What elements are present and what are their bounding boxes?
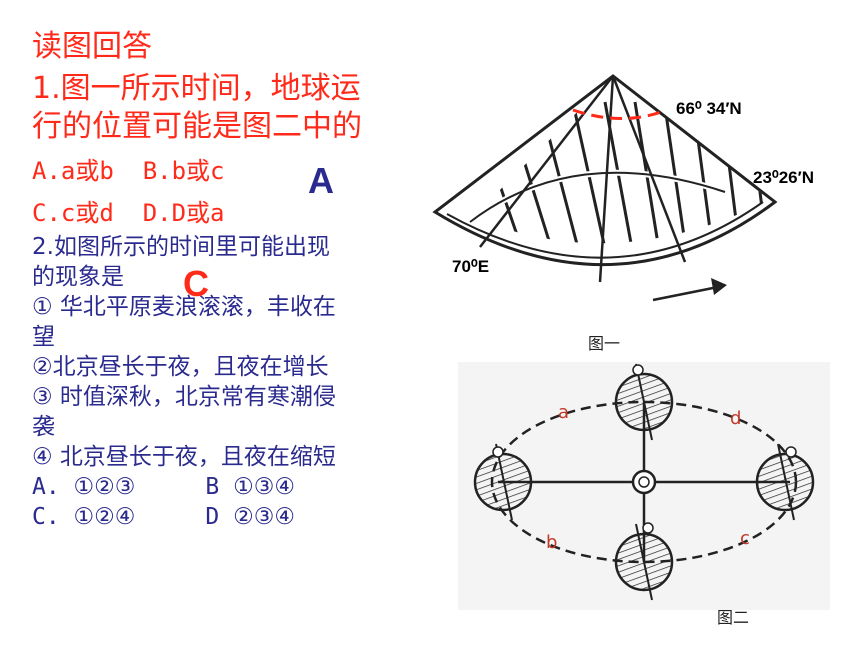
figure-1-diagram <box>432 74 778 302</box>
orbit-label-b: b <box>546 532 558 553</box>
q2-item-4: ④ 北京昼长于夜，且夜在缩短 <box>32 444 336 470</box>
orbit-label-c: c <box>740 528 750 549</box>
q2-option-b: B ①③④ <box>205 474 295 500</box>
orbit-label-a: a <box>558 402 570 423</box>
figure-2-caption: 图二 <box>717 608 750 627</box>
earth-left <box>473 443 533 521</box>
q1-option-b: B.b或c <box>142 157 225 185</box>
q2-item-2: ②北京昼长于夜，且夜在增长 <box>32 354 329 380</box>
label-meridian: 70⁰E <box>452 257 490 276</box>
label-arctic-circle: 66⁰ 34′N <box>676 99 742 118</box>
figure-1: 66⁰ 34′N 23⁰26′N 70⁰E <box>425 62 814 307</box>
figure-2: a d b c <box>458 362 830 610</box>
q1-option-d: D.D或a <box>142 199 225 227</box>
orbit-label-d: d <box>730 408 742 429</box>
q1-option-a: A.a或b <box>32 157 114 185</box>
q1-option-c: C.c或d <box>32 199 114 227</box>
q2-line-2: 的现象是 <box>32 264 124 290</box>
q1-options: A.a或b B.b或c C.c或d D.D或a <box>32 150 225 234</box>
q2-option-c: C. ①②④ <box>32 504 136 530</box>
earth-top <box>614 363 674 441</box>
earth-right <box>755 443 815 521</box>
q1-line-1: 1.图一所示时间，地球运 <box>32 71 361 106</box>
q2-option-d: D ②③④ <box>205 504 295 530</box>
earth-bottom <box>614 522 674 601</box>
q2-item-3-line-2: 袭 <box>32 414 55 440</box>
q2-item-3-line-1: ③ 时值深秋，北京常有寒潮侵 <box>32 384 336 410</box>
figure-2-diagram <box>473 363 815 601</box>
q2-line-1: 2.如图所示的时间里可能出现 <box>32 234 330 260</box>
label-tropic: 23⁰26′N <box>753 168 814 187</box>
q2-answer: C <box>183 263 209 304</box>
figure-1-caption: 图一 <box>588 334 621 353</box>
q1-answer: A <box>308 160 334 201</box>
q2-item-1-line-2: 望 <box>32 324 55 350</box>
question-2: 2.如图所示的时间里可能出现 的现象是 ① 华北平原麦浪滚滚，丰收在 望 ②北京… <box>32 232 427 532</box>
q1-line-2: 行的位置可能是图二中的 <box>32 109 362 144</box>
heading: 读图回答 <box>32 29 152 64</box>
q2-item-1-line-1: ① 华北平原麦浪滚滚，丰收在 <box>32 294 336 320</box>
q2-option-a: A. ①②③ <box>32 474 136 500</box>
question-1: 1.图一所示时间，地球运 行的位置可能是图二中的 <box>32 70 417 146</box>
